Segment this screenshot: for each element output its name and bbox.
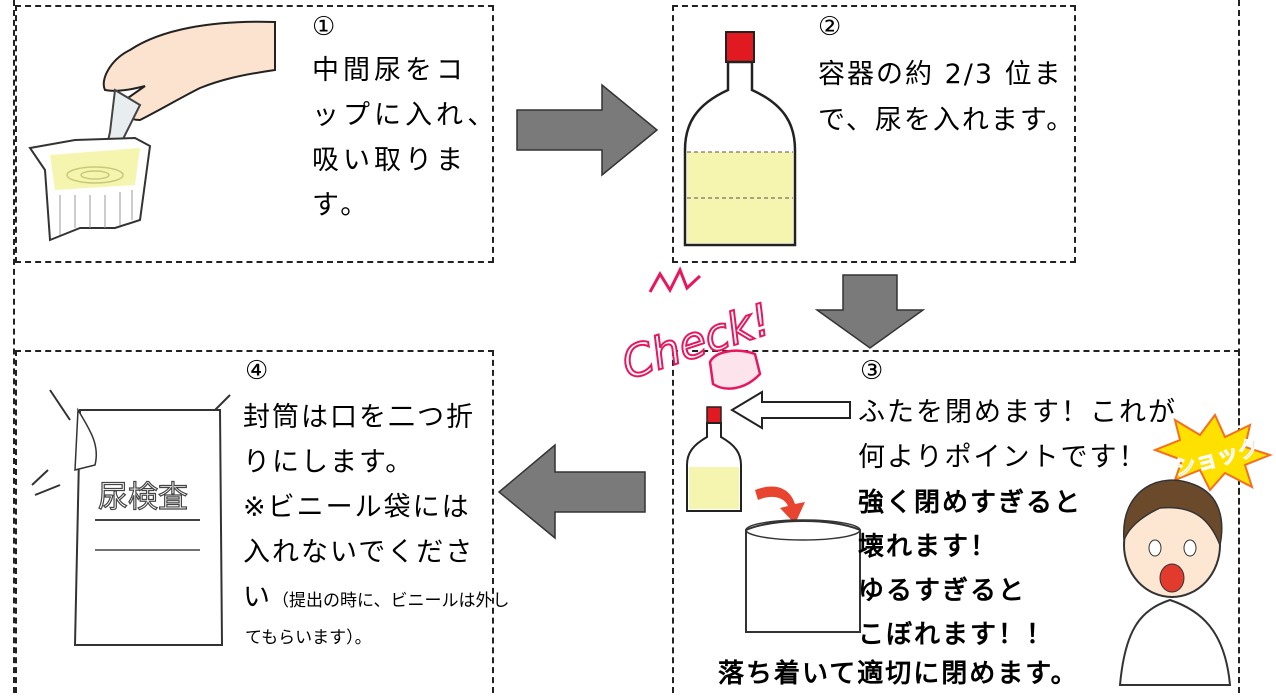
step4-box xyxy=(15,350,494,693)
red-curve-arrow-icon xyxy=(755,486,805,524)
step4-line5-main: い xyxy=(243,582,272,613)
outer-right-border xyxy=(1238,0,1240,693)
step3-footer: 落ち着いて適切に閉めます。 xyxy=(718,659,1079,689)
warning-line2: 壊れます！ xyxy=(858,532,999,562)
cup-illustration xyxy=(28,20,276,242)
step1-line1: 中間尿をコ xyxy=(312,55,467,86)
step4-note-line2: てもらいます）。 xyxy=(245,628,372,648)
step3-box xyxy=(672,350,1240,693)
step4-line1: 封筒は口を二つ折 xyxy=(243,402,475,433)
warning-line4: こぼれます！！ xyxy=(858,620,1055,650)
check-mark-illustration: Check! xyxy=(615,266,778,391)
pointer-arrow-icon xyxy=(730,390,851,430)
warning-line1: 強く閉めすぎると xyxy=(858,488,1083,518)
arrow-right-icon xyxy=(516,83,659,177)
surprised-man-illustration xyxy=(1118,479,1232,686)
step1-line2: ップに入れ、 xyxy=(312,100,499,131)
step2-line2: で、尿を入れます。 xyxy=(818,105,1076,136)
step1-line3: 吸い取りま xyxy=(312,145,467,176)
step4-note-line1: （提出の時に、ビニールは外し xyxy=(272,591,510,611)
shock-burst-illustration: ショック xyxy=(1152,413,1273,492)
step4-line3: ※ビニール袋には xyxy=(243,492,471,523)
step2-box xyxy=(672,5,1076,263)
arrow-left-icon xyxy=(497,443,646,540)
step1-box xyxy=(15,5,494,263)
step3-line1: ふたを閉めます！これが xyxy=(858,397,1177,428)
step3-number: ③ xyxy=(860,356,884,386)
step4-line2: りにします。 xyxy=(243,447,415,478)
step1-number: ① xyxy=(312,12,336,42)
outer-left-border xyxy=(13,0,15,693)
step4-line4: 入れないでくださ xyxy=(243,537,475,568)
step4-number: ④ xyxy=(245,356,269,386)
step3-line2: 何よりポイントです！ xyxy=(858,442,1148,473)
small-bottle-illustration xyxy=(686,406,742,512)
step2-number: ② xyxy=(818,12,842,42)
step1-line4: す。 xyxy=(312,190,372,221)
step4-line5: い（提出の時に、ビニールは外し xyxy=(243,575,510,624)
bottle-illustration xyxy=(683,31,797,247)
envelope-illustration: 尿検査 xyxy=(31,389,231,646)
envelope-label: 尿検査 xyxy=(98,480,188,515)
arrow-down-icon xyxy=(814,274,926,349)
step2-line1: 容器の約 2/3 位ま xyxy=(818,59,1063,90)
warning-line3: ゆるすぎると xyxy=(858,576,1027,606)
envelope-small-illustration xyxy=(745,519,861,633)
